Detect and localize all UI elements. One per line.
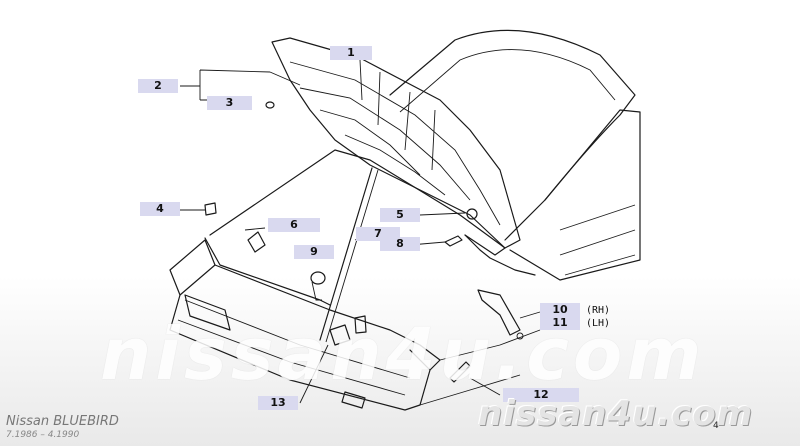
callout-13: 13 — [258, 396, 298, 410]
engine-bay-outline — [209, 149, 506, 256]
stay-bracket-13 — [329, 324, 351, 346]
hood-seal-clip — [265, 101, 275, 109]
callout-6: 6 — [268, 218, 320, 232]
bumper-rubber-4 — [204, 202, 217, 216]
side-label-lh: (LH) — [586, 318, 611, 329]
watermark-large: nissan4u.com — [100, 312, 706, 396]
callout-1: 1 — [330, 46, 372, 60]
callout-10: 10 — [540, 303, 580, 317]
hood-lock-6 — [247, 231, 266, 253]
callout-8: 8 — [380, 237, 420, 251]
bolt-12 — [449, 361, 471, 383]
callout-9: 9 — [294, 245, 334, 259]
hood-stay-clip-9 — [310, 271, 326, 285]
hood-stay-rod — [319, 167, 373, 341]
callout-3: 3 — [207, 96, 252, 110]
page-marker: 4 — [713, 421, 719, 431]
callout-5: 5 — [380, 208, 420, 222]
callout-11: 11 — [540, 316, 580, 330]
callout-2: 2 — [138, 79, 178, 93]
hinge-bolt-5 — [466, 208, 478, 220]
callout-4: 4 — [140, 202, 180, 216]
callout-12: 12 — [503, 388, 579, 402]
bumper-outline — [169, 239, 216, 296]
hood-hinge-10-11 — [477, 289, 521, 336]
watermark-small: nissan4u.com — [478, 394, 754, 434]
hood-bumper-8 — [444, 235, 463, 247]
model-name: Nissan BLUEBIRD — [6, 414, 119, 429]
side-label-rh: (RH) — [586, 305, 611, 316]
model-years: 7.1986 – 4.1990 — [6, 430, 80, 440]
